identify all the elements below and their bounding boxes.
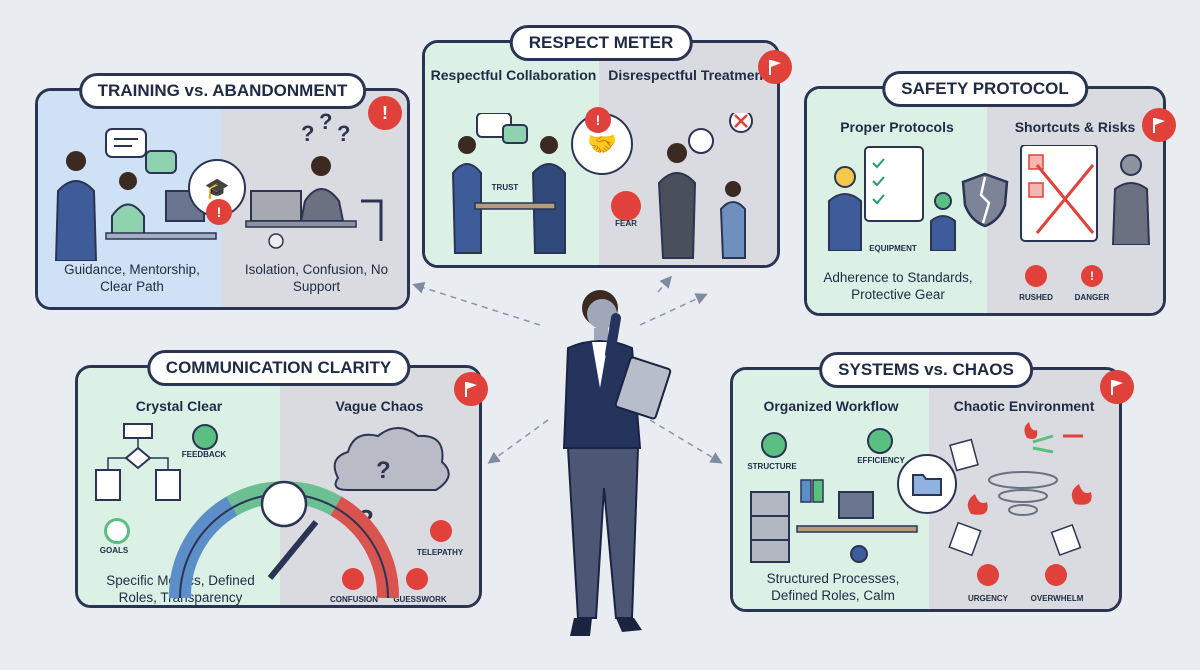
systems-good-heading: Organized Workflow (763, 398, 899, 414)
respect-panel: RESPECT METER Respectful Collaboration T… (422, 25, 780, 268)
guesswork-icon (406, 568, 428, 590)
equipment-tag: EQUIPMENT (869, 244, 917, 253)
clarity-gauge (168, 480, 400, 599)
systems-good-caption: Structured Processes, Defined Roles, Cal… (766, 571, 900, 603)
structure-tag: STRUCTURE (747, 462, 797, 471)
manager-with-clipboard-figure (562, 290, 672, 636)
confusion-icon (342, 568, 364, 590)
overwhelm-icon (1045, 564, 1067, 586)
feedback-tag: FEEDBACK (181, 450, 227, 459)
respect-warning-icon: ! (585, 107, 611, 133)
training-bad-caption: Isolation, Confusion, No Support (244, 262, 389, 294)
structure-icon (761, 432, 787, 458)
svg-text:?: ? (376, 457, 391, 484)
fear-badge (611, 191, 641, 221)
conflict-scene-illustration (657, 113, 753, 259)
telepathy-icon (430, 520, 452, 542)
safety-good-caption: Adherence to Standards, Protective Gear (823, 270, 973, 302)
systems-title: SYSTEMS vs. CHAOS (819, 352, 1033, 388)
overwhelm-tag: OVERWHELM (1030, 594, 1084, 603)
flowchart-illustration (95, 423, 181, 501)
systems-bad-heading: Chaotic Environment (953, 398, 1095, 414)
urgency-icon (977, 564, 999, 586)
communication-bad-heading: Vague Chaos (335, 398, 424, 414)
chaos-tornado-illustration (948, 422, 1092, 557)
systems-panel: SYSTEMS vs. CHAOS Organized Workflow STR… (730, 352, 1122, 612)
safety-bad-side: Shortcuts & Risks ! RUSHED DANGER (987, 89, 1163, 313)
efficiency-icon (867, 428, 893, 454)
respect-title: RESPECT METER (509, 25, 693, 61)
efficiency-tag: EFFICIENCY (857, 456, 905, 465)
safety-bad-heading: Shortcuts & Risks (1014, 119, 1136, 135)
training-good-caption: Guidance, Mentorship, Clear Path (64, 262, 200, 294)
rushed-icon (1025, 265, 1047, 287)
svg-text:?: ? (319, 111, 332, 134)
training-panel: TRAINING vs. ABANDONMENT Guidance, Mento… (35, 73, 410, 310)
safety-good-heading: Proper Protocols (840, 119, 954, 135)
fear-tag: FEAR (615, 219, 637, 228)
safety-panel: SAFETY PROTOCOL Proper Protocols EQUIPME… (804, 71, 1166, 316)
goals-tag: GOALS (99, 546, 129, 555)
danger-tag: DANGER (1074, 293, 1110, 302)
warning-icon: ! (206, 199, 232, 225)
respect-good-heading: Respectful Collaboration (430, 67, 597, 83)
feedback-icon (192, 424, 218, 450)
urgency-tag: URGENCY (967, 594, 1008, 603)
systems-good-side: Organized Workflow STRUCTURE EFFICIENCY … (733, 370, 929, 609)
folder-icon (897, 454, 957, 514)
systems-flag-icon (1100, 370, 1134, 404)
isolation-scene-illustration: ? ? ? (245, 111, 383, 249)
communication-title: COMMUNICATION CLARITY (146, 350, 411, 386)
broken-shield-icon (959, 171, 1011, 234)
mentor-scene-illustration (54, 128, 217, 261)
respect-flag-icon (758, 50, 792, 84)
training-alert-warning-icon: ! (368, 96, 402, 130)
communication-good-heading: Crystal Clear (135, 398, 223, 414)
safety-good-side: Proper Protocols EQUIPMENT Adherence to … (807, 89, 987, 313)
communication-panel: COMMUNICATION CLARITY Crystal Clear FEED… (75, 350, 482, 608)
safety-title: SAFETY PROTOCOL (882, 71, 1088, 107)
training-title: TRAINING vs. ABANDONMENT (78, 73, 367, 109)
rushed-tag: RUSHED (1019, 293, 1053, 302)
communication-good-side: Crystal Clear FEEDBACK GOALS Specific Me… (78, 368, 280, 605)
telepathy-tag: TELEPATHY (416, 548, 464, 557)
confusion-tag: CONFUSION (330, 595, 378, 604)
guesswork-tag: GUESSWORK (393, 595, 447, 604)
protocol-scene-illustration (828, 146, 956, 251)
systems-bad-side: Chaotic Environment URGENCY OVERWHELM (929, 370, 1119, 609)
risk-scene-illustration (1020, 145, 1151, 245)
handshake-scene-illustration (451, 113, 566, 254)
office-desk-illustration (750, 479, 918, 563)
goals-target-icon (104, 518, 130, 544)
training-good-side (38, 91, 221, 307)
communication-flag-icon (454, 372, 488, 406)
safety-flag-icon (1142, 108, 1176, 142)
respect-bad-heading: Disrespectful Treatment (608, 67, 768, 83)
danger-icon: ! (1081, 265, 1103, 287)
svg-text:?: ? (301, 121, 314, 146)
svg-text:?: ? (337, 121, 350, 146)
graduation-cap-icon: 🎓 (188, 159, 246, 217)
trust-tag: TRUST (491, 183, 519, 192)
